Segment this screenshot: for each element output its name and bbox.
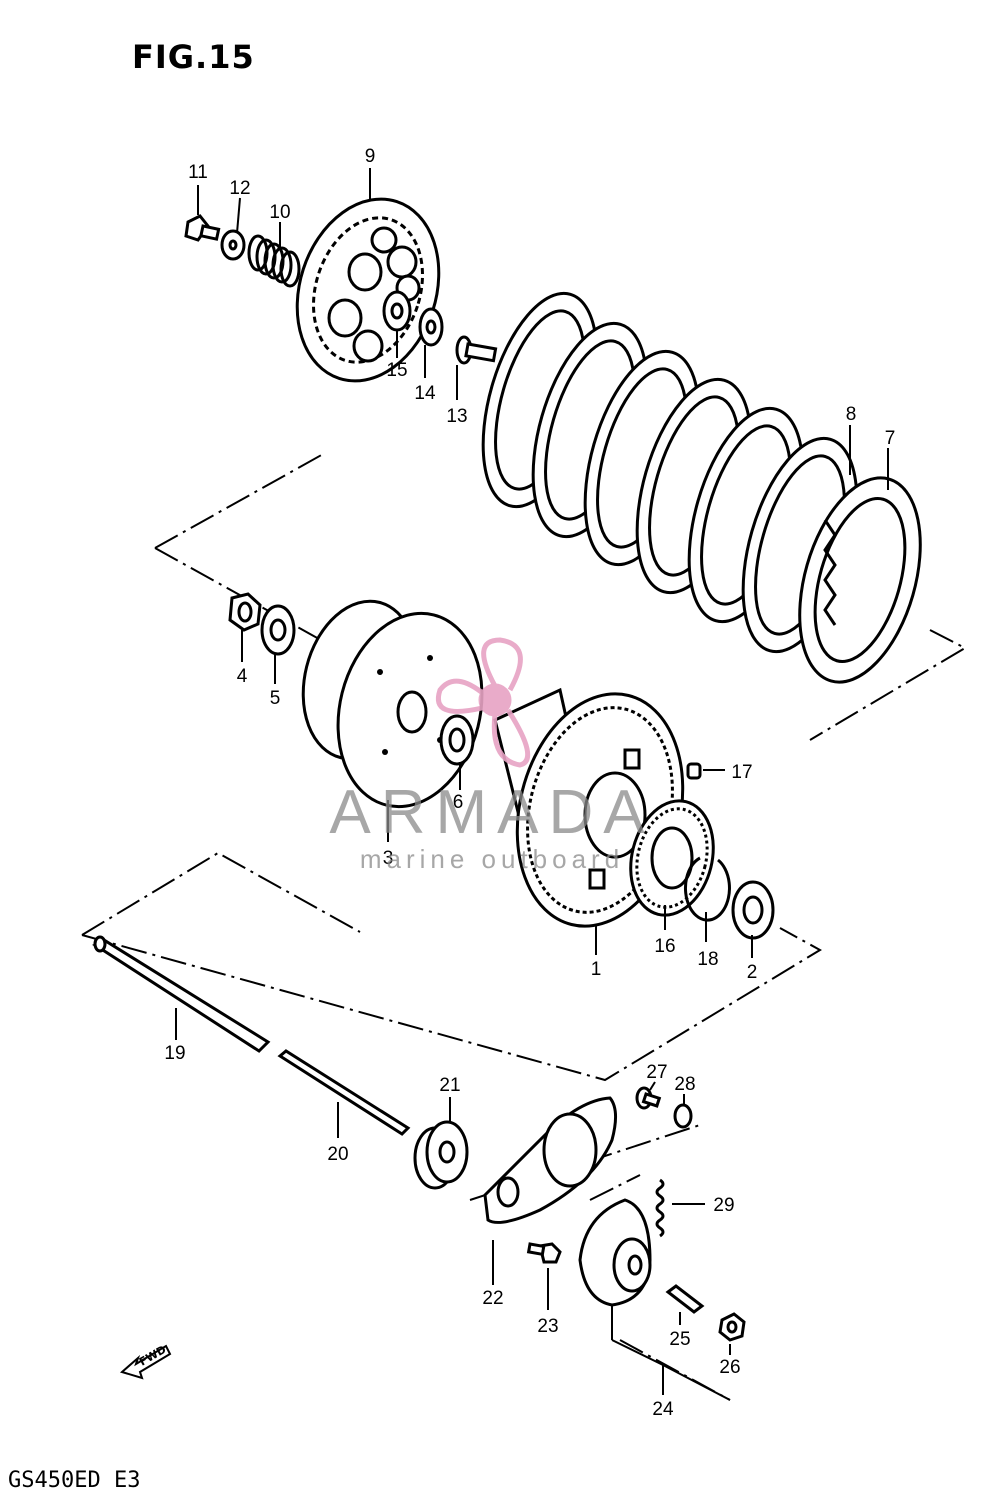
callout-3: 3	[383, 848, 394, 869]
callout-20: 20	[327, 1144, 348, 1165]
callout-1: 1	[591, 959, 602, 980]
callout-21: 21	[439, 1075, 460, 1096]
lock-washer-part-5	[260, 604, 296, 656]
callout-28: 28	[674, 1074, 695, 1095]
callout-17: 17	[731, 762, 752, 783]
gasket-part-22	[483, 1096, 617, 1224]
watermark-propeller-logo	[436, 637, 531, 768]
washer-part-28	[673, 1103, 693, 1129]
adjusting-screw-part-25	[665, 1284, 705, 1314]
leader-lines	[175, 168, 889, 1401]
bearing-part-14	[418, 307, 444, 347]
washer-part-15	[382, 290, 412, 332]
callout-labels: 1 2 3 4 5 6 7 8 9 10 11 12 13 14 15 16 1…	[164, 146, 895, 1420]
callout-5: 5	[270, 688, 281, 709]
callout-24: 24	[652, 1399, 674, 1420]
callout-12: 12	[229, 178, 250, 199]
callout-26: 26	[719, 1357, 740, 1378]
driven-gear-part-16	[629, 799, 715, 917]
watermark-brand: ARMADA	[329, 778, 654, 847]
callout-22: 22	[482, 1288, 503, 1309]
clutch-plate-stack-parts-7-8	[481, 291, 922, 684]
callout-25: 25	[669, 1329, 690, 1350]
thrust-washer-part-2	[731, 880, 775, 940]
callout-16: 16	[654, 936, 675, 957]
pushrod-piece-part-13	[455, 335, 498, 365]
nut-part-4	[228, 592, 262, 632]
washer-part-6	[439, 714, 475, 766]
callout-13: 13	[446, 406, 467, 427]
callout-15: 15	[386, 360, 407, 381]
pushrod-part-19	[92, 935, 271, 1053]
pressure-plate-part-9	[295, 197, 441, 383]
callout-9: 9	[365, 146, 376, 167]
model-code: GS450ED E3	[8, 1468, 141, 1493]
callout-7: 7	[885, 428, 896, 449]
callout-8: 8	[846, 404, 857, 425]
bolt-part-23	[526, 1242, 562, 1264]
callout-18: 18	[697, 949, 718, 970]
bolt-part-11	[184, 214, 221, 242]
callout-11: 11	[188, 162, 208, 183]
callout-29: 29	[713, 1195, 734, 1216]
callout-19: 19	[164, 1043, 185, 1064]
watermark-tagline: marine outboard	[360, 844, 624, 874]
callout-23: 23	[537, 1316, 558, 1337]
watermark: ARMADA marine outboard	[329, 637, 654, 874]
callout-10: 10	[269, 202, 290, 223]
return-spring-part-29	[655, 1178, 665, 1238]
callout-4: 4	[237, 666, 248, 687]
fwd-arrow-icon: FWD	[119, 1343, 172, 1380]
clutch-release-assembly-part-24	[578, 1198, 652, 1307]
callout-2: 2	[747, 962, 758, 983]
callout-14: 14	[414, 383, 436, 404]
spring-part-10	[247, 234, 301, 288]
nut-part-26	[718, 1312, 746, 1342]
screw-part-27	[635, 1086, 662, 1110]
callout-6: 6	[453, 792, 464, 813]
callout-27: 27	[646, 1062, 667, 1083]
spring-cap-part-17	[686, 762, 702, 780]
pushrod-part-20	[277, 1049, 411, 1136]
oil-seal-part-21	[413, 1120, 469, 1190]
figure-title: FIG.15	[132, 38, 255, 76]
washer-part-12	[220, 229, 246, 261]
